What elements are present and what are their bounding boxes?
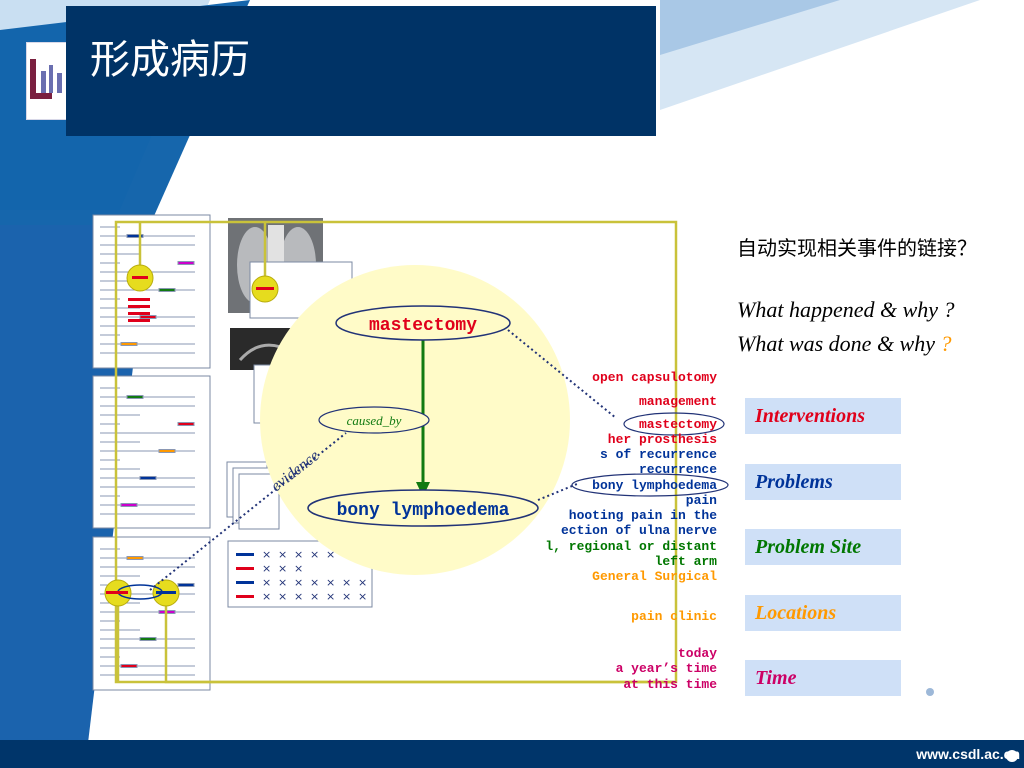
x-mark: × [278, 576, 287, 589]
x-mark: × [310, 576, 319, 589]
x-mark: × [262, 548, 271, 561]
footer-url: www.csdl.ac.cn [916, 746, 1020, 762]
text-line: management [639, 394, 717, 409]
text-line: pain [686, 493, 717, 508]
x-mark: × [310, 590, 319, 603]
text-line: mastectomy [639, 417, 717, 432]
x-mark: × [262, 562, 271, 575]
page-title: 形成病历 [90, 37, 250, 83]
x-mark: × [262, 576, 271, 589]
x-table-marker [236, 553, 254, 556]
text-line: ection of ulna nerve [561, 523, 717, 538]
x-mark: × [278, 548, 287, 561]
x-mark: × [326, 548, 335, 561]
x-mark: × [294, 576, 303, 589]
text-line: at this time [623, 677, 717, 692]
text-line: l, regional or distant [545, 539, 717, 554]
category-problems: Problems [745, 463, 901, 500]
extracted-text-lines: open capsulotomy management mastectomyher … [545, 370, 717, 692]
x-mark: × [294, 590, 303, 603]
category-time: Time [745, 660, 901, 696]
x-mark: × [278, 590, 287, 603]
category-problem-site: Problem Site [745, 529, 901, 565]
term-bony-lymphoedema: bony lymphoedema [337, 501, 510, 521]
text-line: recurrence [639, 462, 717, 477]
text-line: left arm [655, 554, 718, 569]
text-line: General Surgical [592, 569, 717, 584]
x-mark: × [358, 590, 367, 603]
question-en-1: What happened & why ? [737, 297, 955, 322]
x-mark: × [342, 576, 351, 589]
x-mark: × [358, 576, 367, 589]
question-mark: ? [940, 331, 952, 356]
x-table-marker [236, 595, 254, 598]
x-table-marker [236, 581, 254, 584]
text-line: a year’s time [616, 661, 718, 676]
x-mark: × [278, 562, 287, 575]
category-interventions: Interventions [745, 398, 901, 434]
text-line: pain clinic [631, 609, 717, 624]
relation-caused-by: caused_by [347, 413, 402, 428]
x-table: ×××××××××××××××××××××× [236, 548, 367, 603]
category-locations: Locations [745, 594, 901, 631]
question-en-2: What was done & why ? [737, 331, 952, 357]
x-mark: × [294, 562, 303, 575]
x-mark: × [326, 590, 335, 603]
text-line: her prosthesis [608, 432, 717, 447]
x-table-marker [236, 567, 254, 570]
title-banner [66, 6, 656, 136]
term-mastectomy: mastectomy [369, 316, 477, 336]
footer-bar [0, 740, 1024, 768]
question-en-2-text: What was done & why [737, 331, 941, 356]
text-line: today [678, 646, 717, 661]
question-cn: 自动实现相关事件的链接？ [737, 236, 977, 260]
text-line: open capsulotomy [592, 370, 717, 385]
x-mark: × [326, 576, 335, 589]
text-line: hooting pain in the [569, 508, 717, 523]
x-mark: × [262, 590, 271, 603]
text-line: s of recurrence [600, 447, 717, 462]
footer-dot [1006, 750, 1018, 762]
x-mark: × [342, 590, 351, 603]
x-mark: × [294, 548, 303, 561]
text-line: bony lymphoedema [592, 478, 717, 493]
x-mark: × [310, 548, 319, 561]
